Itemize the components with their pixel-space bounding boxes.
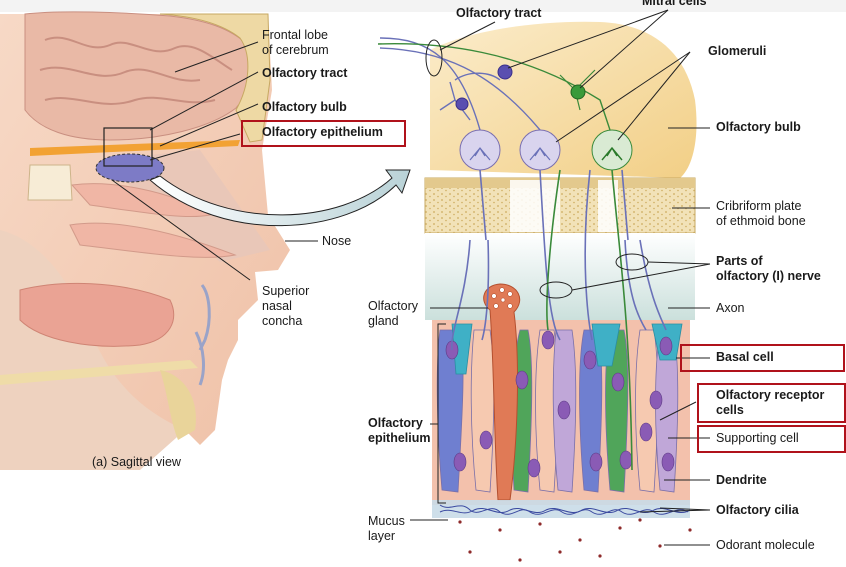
label-basal-cell: Basal cell xyxy=(716,350,774,365)
label-olfactory-bulb: Olfactory bulb xyxy=(262,100,347,115)
label-axon: Axon xyxy=(716,301,745,316)
label-olfactory-epithelium-detail: Olfactory epithelium xyxy=(368,416,431,446)
label-olfactory-gland: Olfactory gland xyxy=(368,299,418,329)
label-mucus-layer: Mucus layer xyxy=(368,514,405,544)
label-dendrite: Dendrite xyxy=(716,473,767,488)
label-odorant-molecule: Odorant molecule xyxy=(716,538,815,553)
label-cribriform-plate: Cribriform plate of ethmoid bone xyxy=(716,199,806,229)
label-olfactory-epithelium: Olfactory epithelium xyxy=(262,125,383,140)
label-mitral-cells: Mitral cells xyxy=(642,0,707,9)
label-nose: Nose xyxy=(322,234,351,249)
label-parts-of-olfactory-nerve: Parts of olfactory (I) nerve xyxy=(716,254,821,284)
label-olfactory-receptor-cells: Olfactory receptor cells xyxy=(716,388,824,418)
label-glomeruli: Glomeruli xyxy=(708,44,766,59)
sagittal-head-illustration xyxy=(0,12,290,470)
label-supporting-cell: Supporting cell xyxy=(716,431,799,446)
label-superior-nasal-concha: Superior nasal concha xyxy=(262,284,309,329)
label-frontal-lobe: Frontal lobe of cerebrum xyxy=(262,28,329,58)
label-olfactory-cilia: Olfactory cilia xyxy=(716,503,799,518)
label-sagittal-view: (a) Sagittal view xyxy=(92,455,181,470)
label-olfactory-bulb-detail: Olfactory bulb xyxy=(716,120,801,135)
label-olfactory-tract-detail: Olfactory tract xyxy=(456,6,541,21)
label-olfactory-tract: Olfactory tract xyxy=(262,66,347,81)
